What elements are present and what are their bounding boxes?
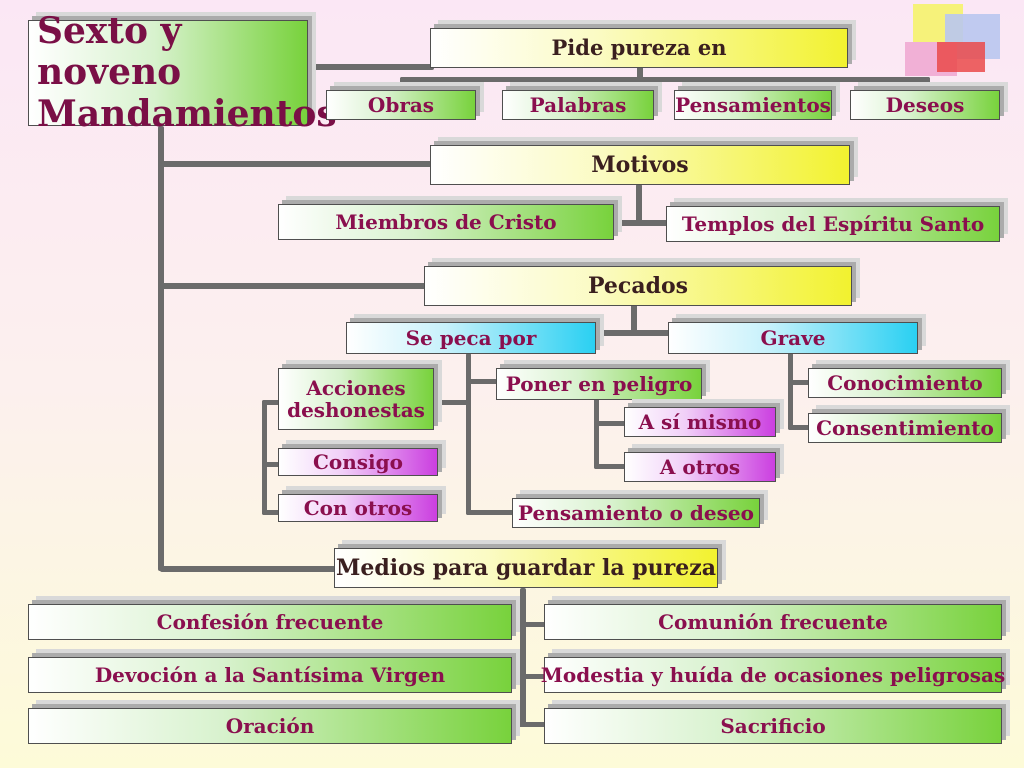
- connector: [788, 380, 810, 385]
- connector: [752, 77, 757, 91]
- connector: [577, 77, 582, 91]
- sins-acciones-deshonestas: Acciones deshonestas: [278, 368, 434, 430]
- purity-item-obras: Obras: [326, 90, 476, 120]
- connector: [158, 126, 164, 571]
- connector: [612, 220, 672, 226]
- connector: [637, 66, 643, 80]
- connector: [466, 510, 516, 515]
- connector: [466, 353, 471, 515]
- connector: [520, 588, 526, 726]
- sins-a-si-mismo: A sí mismo: [624, 407, 776, 437]
- purity-header-box: Pide pureza en: [430, 28, 848, 68]
- main-title: Sexto y noveno Mandamientos: [28, 10, 337, 135]
- decorative-squares: [905, 4, 1020, 84]
- means-devocion-virgen: Devoción a la Santísima Virgen: [28, 657, 512, 693]
- main-title-line-2: Mandamientos: [37, 92, 337, 135]
- connector: [594, 330, 674, 336]
- means-oracion: Oración: [28, 708, 512, 744]
- motives-header-box: Motivos: [430, 145, 850, 185]
- sins-se-peca-por: Se peca por: [346, 322, 596, 354]
- sins-consigo: Consigo: [278, 448, 438, 476]
- connector: [160, 161, 434, 167]
- sins-a-otros: A otros: [624, 452, 776, 482]
- connector: [262, 462, 282, 467]
- means-comunion-frecuente: Comunión frecuente: [544, 604, 1002, 640]
- main-title-line-1: Sexto y noveno: [37, 9, 182, 94]
- sins-poner-en-peligro: Poner en peligro: [496, 368, 702, 400]
- connector: [160, 283, 426, 289]
- motive-templos-espiritu-santo: Templos del Espíritu Santo: [666, 206, 1000, 242]
- connector: [262, 510, 282, 515]
- purity-item-deseos: Deseos: [850, 90, 1000, 120]
- means-header-box: Medios para guardar la pureza: [334, 548, 718, 588]
- sins-con-otros: Con otros: [278, 494, 438, 522]
- connector: [594, 397, 599, 469]
- connector: [400, 77, 930, 82]
- connector: [636, 184, 642, 224]
- motive-miembros-de-cristo: Miembros de Cristo: [278, 204, 614, 240]
- connector: [508, 674, 548, 679]
- sins-pensamiento-o-deseo: Pensamiento o deseo: [512, 498, 760, 528]
- purity-item-pensamientos: Pensamientos: [674, 90, 832, 120]
- connector: [466, 379, 498, 384]
- connector: [508, 722, 548, 727]
- connector: [788, 425, 810, 430]
- connector: [594, 421, 626, 426]
- sins-grave: Grave: [668, 322, 918, 354]
- connector: [262, 400, 282, 405]
- means-confesion-frecuente: Confesión frecuente: [28, 604, 512, 640]
- connector: [160, 566, 340, 572]
- means-sacrificio: Sacrificio: [544, 708, 1002, 744]
- connector: [508, 622, 548, 627]
- connector: [925, 77, 930, 91]
- connector: [308, 64, 434, 70]
- means-modestia: Modestia y huída de ocasiones peligrosas: [541, 657, 1005, 693]
- purity-item-palabras: Palabras: [502, 90, 654, 120]
- connector: [262, 400, 267, 515]
- sins-consentimiento: Consentimiento: [808, 413, 1002, 443]
- sins-conocimiento: Conocimiento: [808, 368, 1002, 398]
- sins-header-box: Pecados: [424, 266, 852, 306]
- connector: [631, 304, 637, 334]
- connector: [594, 464, 626, 469]
- connector: [400, 77, 405, 91]
- connector: [432, 400, 470, 405]
- connector: [788, 352, 793, 430]
